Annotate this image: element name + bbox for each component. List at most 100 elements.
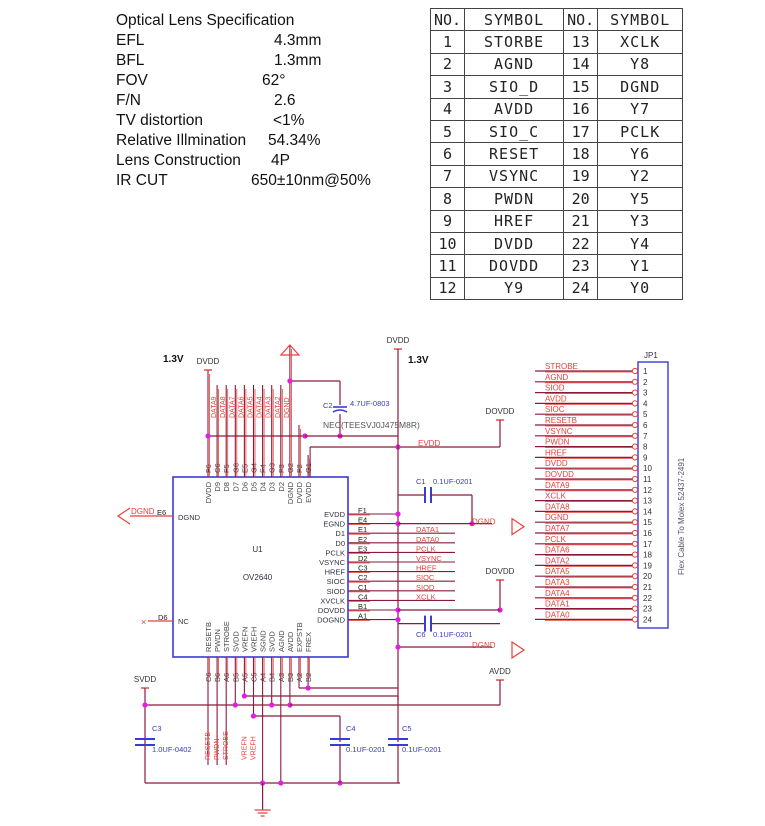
- avdd-label: AVDD: [489, 667, 511, 676]
- jp1-pin-icon: [631, 616, 639, 623]
- u1-top-pin-name: EVDD: [304, 481, 313, 502]
- right-net-label: HREF: [416, 564, 437, 573]
- jp1-pin-icon: [631, 378, 639, 385]
- u1-left-pin-name: NC: [178, 617, 189, 626]
- jp1-net-label: DATA9: [545, 481, 570, 490]
- c3-ref: C3: [152, 724, 162, 733]
- jp1-ref: JP1: [644, 351, 658, 360]
- jp1-pin-number: 5: [643, 410, 648, 419]
- ground-flag-icon: [116, 507, 131, 525]
- spec-key: IR CUT: [116, 172, 168, 189]
- u1-left-ball: E6: [157, 508, 166, 517]
- junction-dot: [395, 511, 401, 517]
- header-no-2: NO.: [563, 7, 599, 32]
- u1-right-pin-name: DOGND: [317, 616, 346, 625]
- spec-title: Optical Lens Specification: [116, 12, 295, 29]
- u1-right-pin-name: XVCLK: [320, 596, 345, 605]
- voltage-right: 1.3V: [408, 355, 429, 366]
- jp1-net-label: SIOD: [545, 384, 565, 393]
- spec-value: 1.3mm: [274, 52, 322, 69]
- spec-row: F/N 2.6: [116, 91, 296, 111]
- jp1-pin-number: 4: [643, 399, 648, 408]
- u1-ref: U1: [252, 545, 263, 554]
- c4-value: 0.1UF-0201: [346, 745, 386, 754]
- dvdd-right-label: DVDD: [387, 336, 410, 345]
- pin-symbol: DOVDD: [464, 254, 565, 278]
- spec-value: 4.3mm: [274, 32, 322, 49]
- c2-ref: C2: [323, 401, 333, 410]
- jp1-pin-icon: [631, 421, 639, 429]
- jp1-pin-number: 2: [643, 378, 648, 387]
- top-net-label: DATA2: [275, 396, 282, 418]
- u1-right-pin-name: EVDD: [324, 510, 345, 519]
- pin-number: 11: [429, 254, 466, 278]
- jp1-pin-number: 14: [643, 507, 652, 516]
- top-net-label: DATA9: [211, 396, 218, 418]
- jp1-net-label: DATA3: [545, 578, 570, 587]
- spec-key: Relative Illmination: [116, 132, 247, 149]
- pin-symbol: DGND: [597, 75, 684, 99]
- u1-part: OV2640: [243, 573, 273, 582]
- spec-value: 2.6: [274, 92, 296, 109]
- jp1-pin-number: 8: [643, 443, 648, 452]
- u1-right-ball: B1: [358, 602, 367, 611]
- jp1-net-label: DATA8: [545, 502, 570, 511]
- pin-number: 20: [563, 187, 599, 211]
- header-symbol-2: SYMBOL: [597, 7, 684, 32]
- pin-symbol: PCLK: [597, 119, 684, 144]
- c6-ref: C6: [416, 630, 426, 639]
- jp1-pin-icon: [631, 605, 639, 612]
- jp1-net-label: DATA7: [545, 524, 570, 533]
- jp1-pin-icon: [631, 562, 639, 569]
- jp1-caption: Flex Cable To Molex 52437-2491: [677, 457, 686, 575]
- jp1-pin-icon: [631, 367, 639, 375]
- dgnd-label: DGND: [472, 641, 496, 650]
- spec-value: 62°: [262, 72, 286, 89]
- u1-right-ball: A1: [358, 612, 367, 621]
- spec-key: F/N: [116, 92, 141, 109]
- c2-part: NEC(TEESVJ0J475M8R): [323, 420, 420, 430]
- jp1-net-label: PWDN: [545, 438, 570, 447]
- u1-top-pin-name: D5: [250, 482, 259, 492]
- pin-table-header: NO. SYMBOL NO. SYMBOL: [429, 7, 684, 32]
- junction-dot: [241, 693, 247, 699]
- jp1-pin-icon: [631, 551, 639, 558]
- jp1-pin-icon: [631, 583, 639, 591]
- jp1-net-label: DATA1: [545, 600, 570, 609]
- jp1-net-label: VSYNC: [545, 427, 573, 436]
- jp1-pin-number: 16: [643, 529, 652, 538]
- jp1-net-label: DOVDD: [545, 470, 574, 479]
- u1-right-pin-name: SIOD: [327, 587, 346, 596]
- u1-bottom-pin-name: FREX: [304, 632, 313, 652]
- junction-dot: [232, 702, 238, 708]
- jp1-pin-number: 22: [643, 594, 652, 603]
- u1-chip-body: [172, 476, 349, 658]
- jp1-pin-number: 21: [643, 583, 652, 592]
- jp1-connector-body: [637, 361, 669, 629]
- jp1-pin-icon: [631, 389, 639, 396]
- junction-dot: [142, 702, 148, 708]
- jp1-net-label: DATA2: [545, 556, 570, 565]
- header-no-1: NO.: [429, 7, 466, 32]
- pin-number: 7: [429, 164, 466, 189]
- jp1-net-label: DGND: [545, 513, 569, 522]
- dgnd-label: DGND: [472, 518, 496, 527]
- c2-cap-icon: [332, 409, 348, 413]
- jp1-net-label: AGND: [545, 373, 568, 382]
- dovdd-mid-label: DOVDD: [486, 567, 515, 576]
- u1-right-ball: C1: [358, 583, 368, 592]
- right-net-label: DATA1: [416, 525, 439, 534]
- voltage-left: 1.3V: [163, 354, 184, 365]
- u1-right-pin-name: D1: [335, 529, 345, 538]
- u1-bottom-pin-name: PWDN: [213, 629, 222, 652]
- jp1-pin-icon: [631, 443, 639, 450]
- u1-right-pin-name: PCLK: [325, 548, 345, 557]
- pin-symbol: STORBE: [464, 30, 565, 54]
- right-net-label: XCLK: [416, 592, 436, 601]
